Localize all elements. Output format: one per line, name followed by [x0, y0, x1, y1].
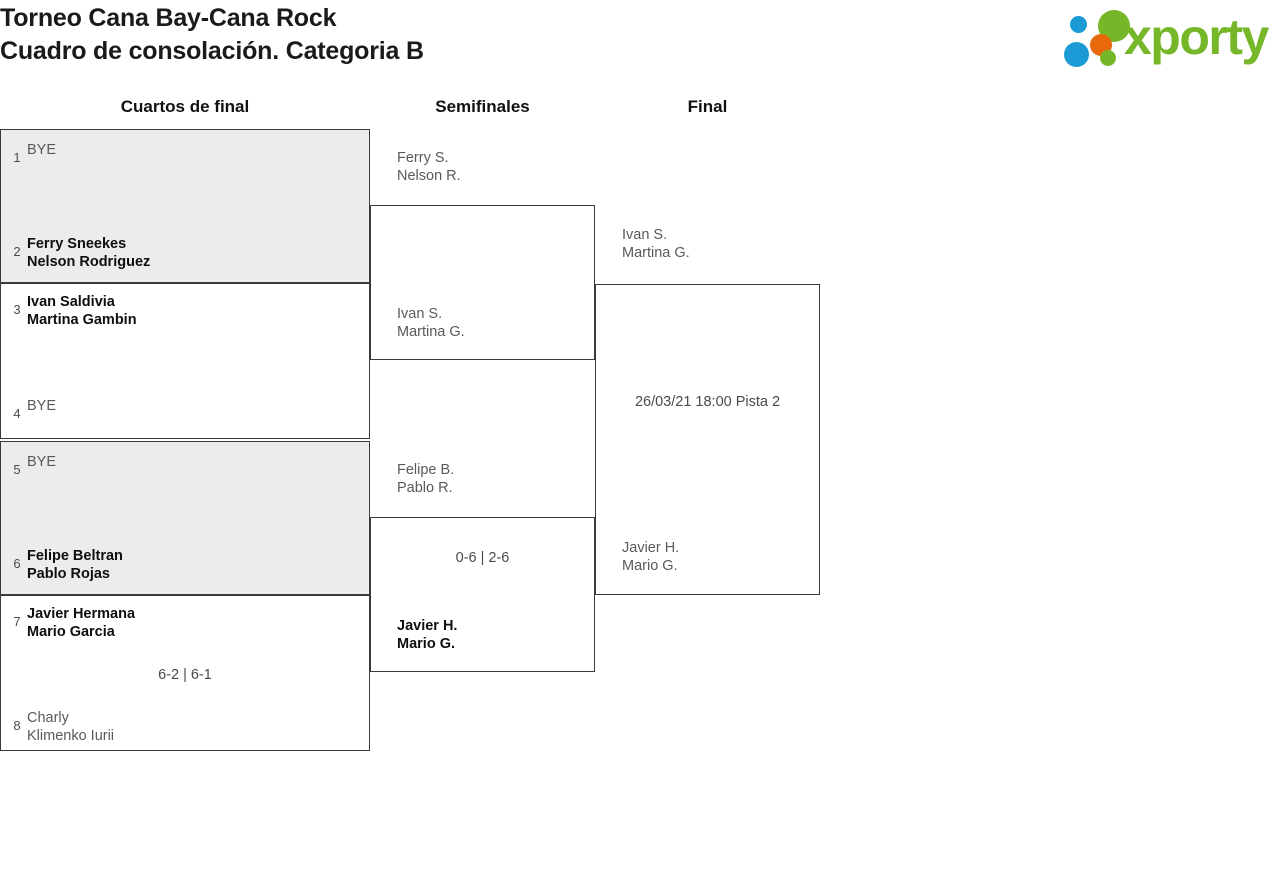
player-names: Ivan Saldivia Martina Gambin [27, 292, 137, 329]
seed-number: 6 [13, 556, 21, 571]
player-line-1: Ivan Saldivia [27, 294, 115, 310]
player-line-1: Ivan S. [622, 227, 668, 243]
match-quarterfinal-1[interactable]: 1 BYE 2 Ferry Sneekes Nelson Rodriguez [0, 129, 370, 283]
player-line-1: Ferry Sneekes [27, 236, 127, 252]
player-line-1: Ferry S. [397, 150, 449, 166]
player-line-2: Mario G. [397, 636, 456, 652]
match-quarterfinal-4[interactable]: 7 Javier Hermana Mario Garcia 6-2 | 6-1 … [0, 595, 370, 751]
player-names: BYE [27, 140, 56, 159]
page-header: Torneo Cana Bay-Cana Rock Cuadro de cons… [0, 0, 1280, 92]
match-schedule: 26/03/21 18:00 Pista 2 [634, 394, 781, 410]
player-line-2: Klimenko Iurii [27, 728, 115, 744]
player-line-1: BYE [27, 398, 57, 414]
player-names: Javier Hermana Mario Garcia [27, 604, 135, 641]
player-names: Javier H. Mario G. [622, 538, 679, 575]
player-names: BYE [27, 452, 56, 471]
seed-number [377, 460, 397, 469]
match-final[interactable]: Ivan S. Martina G. 26/03/21 18:00 Pista … [595, 227, 821, 595]
page-title: Torneo Cana Bay-Cana Rock Cuadro de cons… [0, 2, 424, 68]
match-slot-bottom[interactable]: 6 Felipe Beltran Pablo Rojas [1, 546, 371, 592]
seed-number [377, 304, 397, 313]
bracket-subtitle: Cuadro de consolación. Categoria B [0, 37, 424, 65]
logo-wordmark: xporty [1124, 9, 1269, 65]
match-slot-bottom[interactable]: Ivan S. Martina G. [371, 304, 596, 350]
player-line-2: Pablo Rojas [27, 566, 110, 582]
match-semifinal-1[interactable]: Ferry S. Nelson R. Ivan S. Martina G. [370, 150, 596, 360]
player-names: Ferry S. Nelson R. [397, 148, 461, 185]
player-line-1: Felipe B. [397, 462, 455, 478]
match-slot-top[interactable]: 3 Ivan Saldivia Martina Gambin [1, 292, 371, 338]
match-quarterfinal-3[interactable]: 5 BYE 6 Felipe Beltran Pablo Rojas [0, 441, 370, 595]
player-line-1: BYE [27, 454, 57, 470]
match-slot-top[interactable]: Ivan S. Martina G. [596, 225, 821, 271]
match-slot-bottom[interactable]: 8 Charly Klimenko Iurii [1, 708, 371, 754]
round-header-quarterfinals: Cuartos de final [120, 97, 250, 116]
round-header-semifinals: Semifinales [435, 97, 530, 116]
player-line-2: Martina G. [622, 245, 690, 261]
logo-dots-icon [1060, 10, 1130, 67]
seed-number: 4 [13, 406, 21, 421]
match-slot-bottom[interactable]: 2 Ferry Sneekes Nelson Rodriguez [1, 234, 371, 280]
player-line-2: Pablo R. [397, 480, 453, 496]
logo-dot-blue-large-icon [1064, 42, 1089, 67]
player-line-1: Felipe Beltran [27, 548, 123, 564]
player-names: Felipe Beltran Pablo Rojas [27, 546, 123, 583]
seed-number: 7 [13, 614, 21, 629]
seed-number: 3 [13, 302, 21, 317]
match-quarterfinal-2[interactable]: 3 Ivan Saldivia Martina Gambin 4 BYE [0, 283, 370, 439]
player-line-2: Nelson R. [397, 168, 461, 184]
player-names: Charly Klimenko Iurii [27, 708, 114, 745]
player-names: Ferry Sneekes Nelson Rodriguez [27, 234, 150, 271]
match-slot-top[interactable]: 7 Javier Hermana Mario Garcia [1, 604, 371, 650]
xporty-logo[interactable]: xporty [1052, 6, 1274, 67]
match-slot-top[interactable]: Ferry S. Nelson R. [371, 148, 596, 194]
player-line-2: Martina G. [397, 324, 465, 340]
seed-number: 5 [13, 462, 21, 477]
seed-number [602, 538, 622, 547]
player-names: Felipe B. Pablo R. [397, 460, 454, 497]
match-score: 0-6 | 2-6 [455, 550, 510, 566]
tournament-name: Torneo Cana Bay-Cana Rock [0, 4, 337, 32]
logo-dot-green-small-icon [1100, 50, 1116, 66]
seed-number: 1 [13, 150, 21, 165]
player-line-1: Javier H. [397, 618, 458, 634]
match-slot-bottom[interactable]: 4 BYE [1, 396, 371, 436]
player-line-2: Martina Gambin [27, 312, 137, 328]
match-slot-top[interactable]: 5 BYE [1, 452, 371, 514]
match-slot-bottom[interactable]: Javier H. Mario G. [596, 538, 821, 584]
match-slot-top[interactable]: 1 BYE [1, 140, 371, 202]
player-line-2: Mario G. [622, 558, 678, 574]
player-line-1: BYE [27, 142, 57, 158]
player-line-1: Javier H. [622, 540, 680, 556]
seed-number: 8 [13, 718, 21, 733]
player-line-2: Nelson Rodriguez [27, 254, 151, 270]
logo-dot-blue-small-icon [1070, 16, 1087, 33]
player-names: Ivan S. Martina G. [622, 225, 690, 262]
seed-number [602, 225, 622, 234]
match-slot-top[interactable]: Felipe B. Pablo R. [371, 460, 596, 506]
match-slot-bottom[interactable]: Javier H. Mario G. [371, 616, 596, 662]
player-line-1: Charly [27, 710, 69, 726]
seed-number [377, 616, 397, 625]
player-line-2: Mario Garcia [27, 624, 115, 640]
match-score: 6-2 | 6-1 [158, 667, 212, 683]
player-names: BYE [27, 396, 56, 415]
player-line-1: Ivan S. [397, 306, 443, 322]
round-header-final: Final [687, 97, 728, 116]
seed-number [377, 148, 397, 157]
player-names: Ivan S. Martina G. [397, 304, 465, 341]
player-line-1: Javier Hermana [27, 606, 136, 622]
match-semifinal-2[interactable]: Felipe B. Pablo R. 0-6 | 2-6 Javier H. M… [370, 462, 596, 672]
seed-number: 2 [13, 244, 21, 259]
player-names: Javier H. Mario G. [397, 616, 457, 653]
